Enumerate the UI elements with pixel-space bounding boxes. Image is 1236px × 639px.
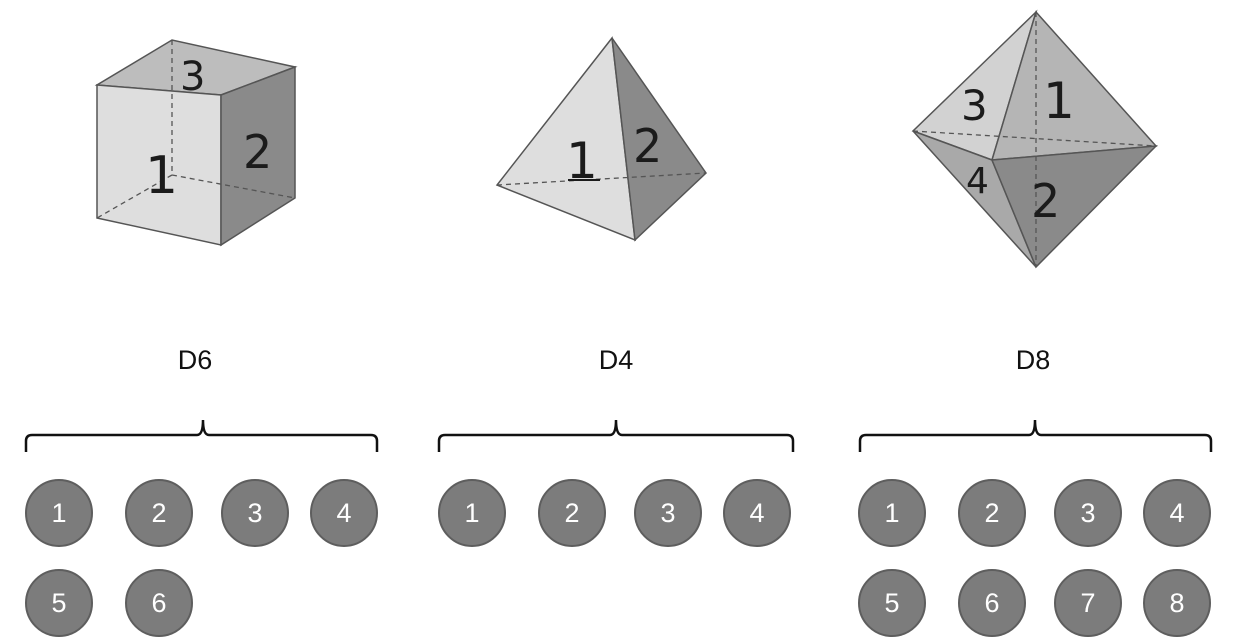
outcome-ball: 2: [958, 479, 1026, 547]
d4-brace: [437, 419, 795, 452]
d6-label: D6: [177, 345, 213, 375]
d8-label: D8: [1015, 345, 1051, 375]
d8-face-number: 1: [1043, 72, 1075, 130]
outcome-ball: 1: [438, 479, 506, 547]
d8-face-number: 2: [1031, 174, 1060, 228]
d6-cube-illustration: 3 1 2: [94, 39, 298, 247]
outcome-ball: 3: [1054, 479, 1122, 547]
d6-brace: [24, 419, 379, 452]
outcome-ball: 5: [25, 569, 93, 637]
d4-label: D4: [598, 345, 634, 375]
dice-illustrations: 3 1 2 1 2 3 1 4 2: [94, 9, 1158, 269]
outcome-ball: 6: [958, 569, 1026, 637]
outcome-ball: 1: [25, 479, 93, 547]
outcome-ball: 4: [723, 479, 791, 547]
outcome-ball: 3: [634, 479, 702, 547]
d8-octahedron-illustration: 3 1 4 2: [911, 9, 1158, 269]
d8-brace: [858, 419, 1213, 452]
braces: [24, 419, 1213, 452]
outcome-ball: 8: [1143, 569, 1211, 637]
d6-face-number: 1: [145, 146, 178, 206]
d6-face-number: 2: [243, 125, 272, 179]
d4-face-number: 2: [633, 119, 662, 173]
outcome-ball: 3: [221, 479, 289, 547]
outcome-ball: 4: [1143, 479, 1211, 547]
d8-face-number: 4: [966, 161, 989, 202]
outcome-ball: 7: [1054, 569, 1122, 637]
d8-face-number: 3: [961, 81, 988, 130]
outcome-ball: 2: [538, 479, 606, 547]
outcome-ball: 2: [125, 479, 193, 547]
outcome-ball: 1: [858, 479, 926, 547]
d4-tetrahedron-illustration: 1 2: [495, 36, 707, 242]
outcome-ball: 4: [310, 479, 378, 547]
outcome-ball: 6: [125, 569, 193, 637]
d6-face-number: 3: [180, 54, 205, 100]
outcome-ball: 5: [858, 569, 926, 637]
